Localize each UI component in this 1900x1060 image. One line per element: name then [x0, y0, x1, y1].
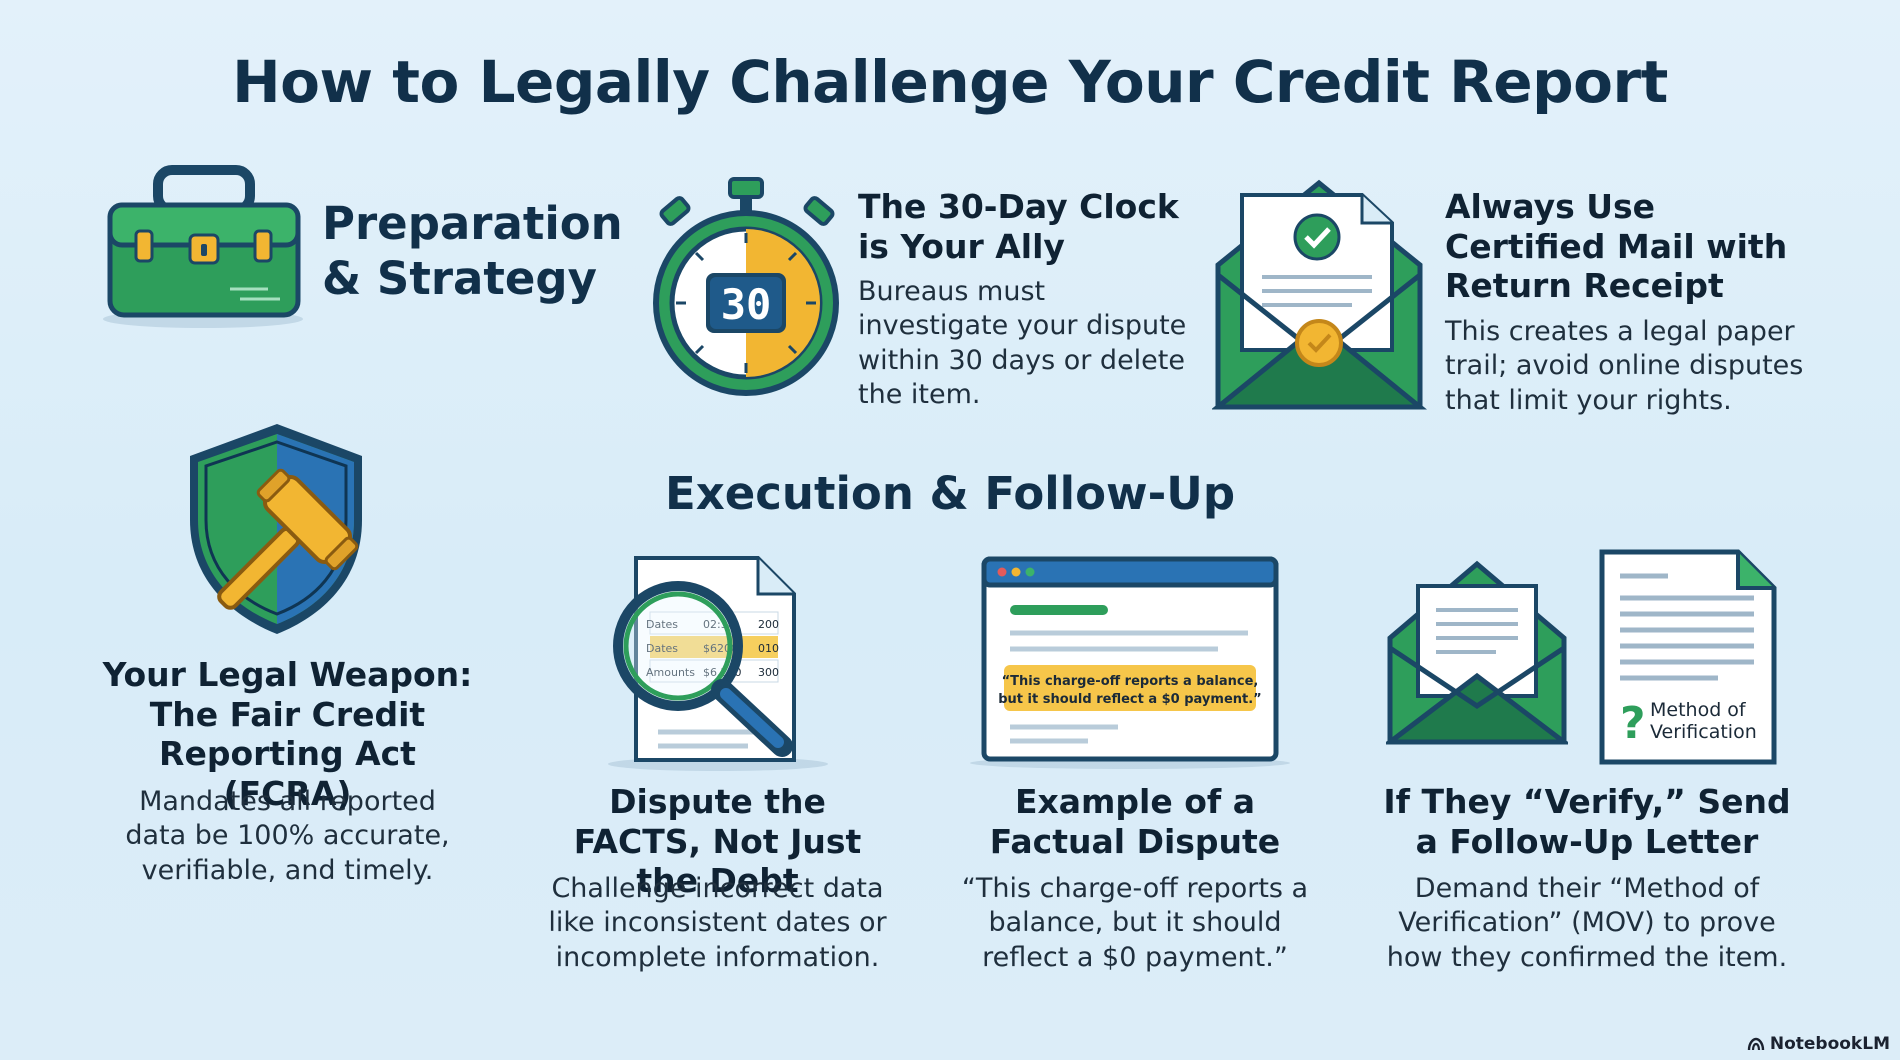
briefcase-icon	[100, 165, 310, 330]
brand-mark: NotebookLM	[1747, 1034, 1890, 1054]
stopwatch-icon: 30	[652, 175, 842, 400]
doc-label-line2: Verification	[1650, 721, 1757, 743]
facts-row1-label: Dates	[646, 618, 678, 631]
page-title: How to Legally Challenge Your Credit Rep…	[232, 48, 1668, 116]
section-heading-execution: Execution & Follow-Up	[664, 467, 1236, 520]
facts-row2-v2: 010	[758, 642, 779, 655]
clock-badge: 30	[721, 280, 772, 329]
facts-row3-label: Amounts	[646, 666, 695, 679]
facts-title: Dispute the FACTS, Not Just the Debt	[573, 782, 862, 901]
mail-title: Always Use Certified Mail with Return Re…	[1445, 187, 1788, 306]
shield-gavel-icon	[182, 420, 392, 640]
brand-label: NotebookLM	[1769, 1034, 1890, 1054]
clock-title: The 30-Day Clock is Your Ally	[858, 187, 1179, 266]
example-body: “This charge-off reports a balance, but …	[961, 873, 1309, 973]
facts-row2-label: Dates	[646, 642, 678, 655]
doc-label-line1: Method of	[1650, 699, 1747, 721]
example-title: Example of a Factual Dispute	[989, 782, 1281, 861]
section-heading-preparation: Preparation & Strategy	[322, 197, 623, 305]
example-highlight-line2: but it should reflect a $0 payment.”	[998, 692, 1261, 707]
facts-body: Challenge incorrect data like inconsiste…	[548, 873, 887, 973]
verification-document-icon: ? Method of Verification	[1598, 548, 1780, 768]
notebooklm-logo-icon	[1747, 1037, 1765, 1051]
followup-title: If They “Verify,” Send a Follow-Up Lette…	[1383, 782, 1791, 861]
clock-body: Bureaus must investigate your dispute wi…	[858, 276, 1187, 410]
browser-window-icon: “This charge-off reports a balance, but …	[968, 555, 1293, 770]
envelope-letter-icon	[1386, 558, 1568, 748]
fcra-body: Mandates all reported data be 100% accur…	[125, 786, 450, 886]
example-highlight-line1: “This charge-off reports a balance,	[1002, 674, 1259, 689]
followup-body: Demand their “Method of Verification” (M…	[1386, 873, 1788, 973]
facts-row1-v2: 200	[758, 618, 779, 631]
magnifier-document-icon: Dates 02:30 200 Dates $6200 010 Amounts …	[598, 552, 838, 772]
question-mark-icon: ?	[1620, 698, 1646, 749]
mail-body: This creates a legal paper trail; avoid …	[1445, 316, 1804, 416]
certified-mail-icon	[1212, 175, 1427, 415]
facts-row3-v2: 300	[758, 666, 779, 679]
fcra-title: Your Legal Weapon: The Fair Credit Repor…	[102, 655, 473, 813]
